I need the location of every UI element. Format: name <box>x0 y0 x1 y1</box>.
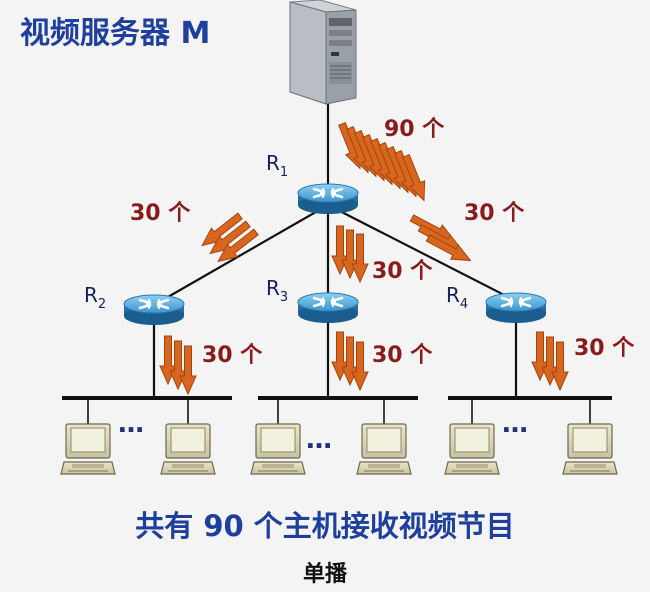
more-hosts-ellipsis: … <box>502 409 528 439</box>
flow-arrows-r3-lan <box>331 331 369 391</box>
router-r3-icon <box>296 291 360 325</box>
flow-label-r1-r3: 30 个 <box>372 259 433 284</box>
summary-caption: 共有 90 个主机接收视频节目 <box>135 509 515 543</box>
router-r2-icon <box>122 293 186 327</box>
router-label-r3: R3 <box>266 276 288 305</box>
flow-label-r1-r2: 30 个 <box>130 201 191 226</box>
more-hosts-ellipsis: … <box>118 409 144 439</box>
flow-arrows-r1-r3 <box>331 225 369 283</box>
network-links <box>152 103 518 398</box>
flow-label-r2-lan: 30 个 <box>202 343 263 368</box>
router-label-r2: R2 <box>84 283 106 312</box>
flow-arrows-r2-lan <box>159 335 197 395</box>
host-drops <box>87 398 591 424</box>
flow-label-r3-lan: 30 个 <box>372 343 433 368</box>
flow-label-r1-r4: 30 个 <box>464 201 525 226</box>
router-r1-icon <box>296 182 360 216</box>
host-computer-icon <box>250 423 306 475</box>
host-computer-icon <box>60 423 116 475</box>
flow-label-r4-lan: 30 个 <box>574 336 635 361</box>
host-computer-icon <box>356 423 412 475</box>
router-label-r1: R1 <box>266 151 288 180</box>
flow-arrows-r1-r2 <box>196 209 262 269</box>
router-r4-icon <box>484 291 548 325</box>
server-title: 视频服务器 M <box>20 16 211 51</box>
flow-arrows-r4-lan <box>531 331 569 391</box>
host-computer-icon <box>562 423 618 475</box>
flow-label-server-r1: 90 个 <box>384 117 445 142</box>
host-computer-icon <box>444 423 500 475</box>
router-label-r4: R4 <box>446 283 468 312</box>
video-server-icon <box>289 0 357 105</box>
diagram-subtitle: 单播 <box>302 562 347 587</box>
more-hosts-ellipsis: … <box>306 425 332 455</box>
host-computer-icon <box>160 423 216 475</box>
